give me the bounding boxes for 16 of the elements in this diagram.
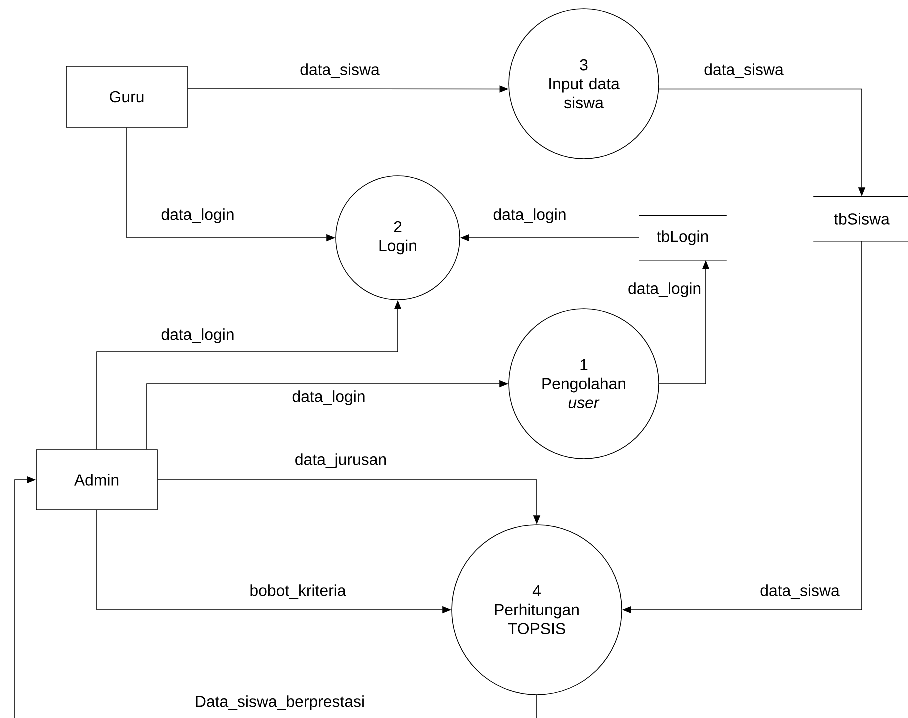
edge-label: Data_siswa_berprestasi bbox=[194, 694, 366, 712]
edge-label: data_login bbox=[160, 328, 236, 344]
edge-label: data_login bbox=[160, 208, 236, 224]
edge-label: data_siswa bbox=[299, 62, 381, 80]
entity-box: Guru bbox=[66, 66, 188, 128]
data-store: tbSiswa bbox=[813, 196, 908, 242]
edge-label: data_login bbox=[492, 208, 568, 224]
edge-label: data_login bbox=[291, 390, 367, 406]
arrow bbox=[14, 476, 538, 718]
data-store: tbLogin bbox=[638, 215, 728, 261]
edge-label: data_siswa bbox=[759, 584, 841, 600]
entity-box: Admin bbox=[36, 450, 158, 510]
edge-label: data_login bbox=[627, 282, 703, 298]
edge-label: data_siswa bbox=[703, 62, 785, 80]
edge-label: data_jurusan bbox=[294, 452, 388, 470]
edge-label: bobot_kriteria bbox=[248, 584, 348, 600]
